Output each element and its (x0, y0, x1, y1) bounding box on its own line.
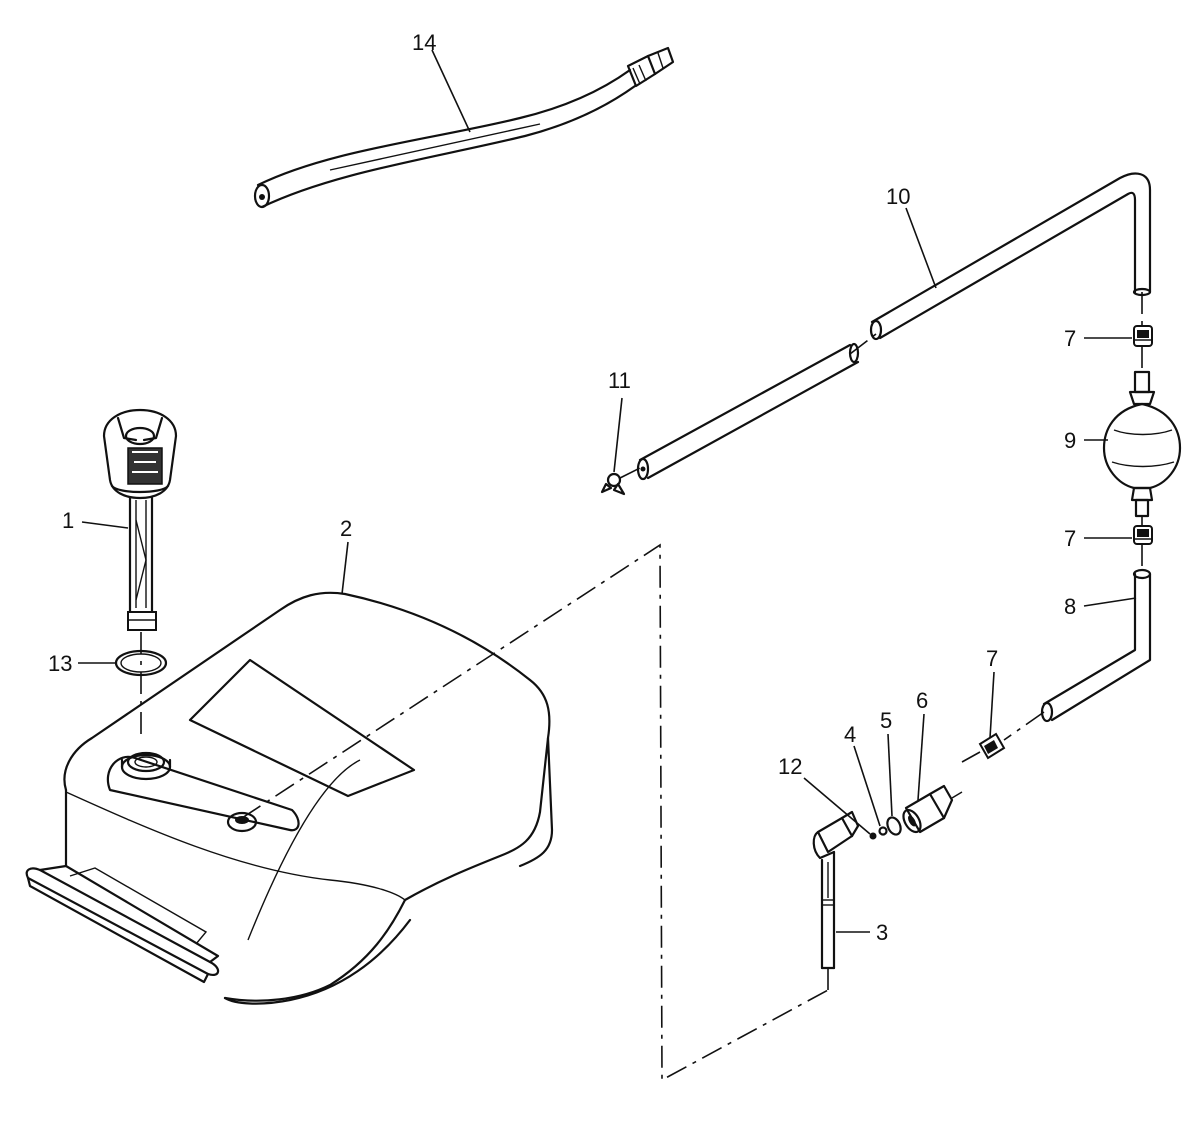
part-7-fitting-middle (1133, 525, 1153, 545)
part-2-fuel-tank (25, 591, 554, 1005)
callout-3: 3 (876, 920, 888, 945)
callout-10: 10 (886, 184, 910, 209)
part-3-pickup-tube (812, 810, 860, 970)
callout-6: 6 (916, 688, 928, 713)
part-1-fuel-gauge (102, 408, 178, 631)
leader-lines (78, 49, 1137, 933)
callout-8: 8 (1064, 594, 1076, 619)
callout-2: 2 (340, 516, 352, 541)
callout-7-middle: 7 (1064, 526, 1076, 551)
callout-7-lower: 7 (986, 646, 998, 671)
part-7-fitting-lower (978, 732, 1006, 760)
part-7-fitting-upper (1133, 325, 1153, 347)
part-14-fuel-line (253, 46, 675, 209)
callout-1: 1 (62, 508, 74, 533)
callout-5: 5 (880, 708, 892, 733)
callout-labels: 14 10 11 7 9 7 8 7 6 5 4 12 1 13 2 3 (48, 30, 1076, 945)
callout-13: 13 (48, 651, 72, 676)
part-11-clamp (600, 472, 626, 496)
callout-4: 4 (844, 722, 856, 747)
part-5-o-ring (886, 816, 902, 836)
part-10-hose (636, 172, 1152, 481)
callout-14: 14 (412, 30, 436, 55)
part-12-small-part (869, 832, 877, 840)
callout-9: 9 (1064, 428, 1076, 453)
part-4-ball (878, 826, 888, 836)
part-9-primer-bulb (1102, 370, 1182, 518)
part-8-hose (1040, 568, 1152, 723)
assembly-lines (140, 292, 1143, 1082)
callout-7-upper: 7 (1064, 326, 1076, 351)
callout-11: 11 (608, 368, 631, 393)
part-6-connector (902, 784, 963, 834)
callout-12: 12 (778, 754, 802, 779)
